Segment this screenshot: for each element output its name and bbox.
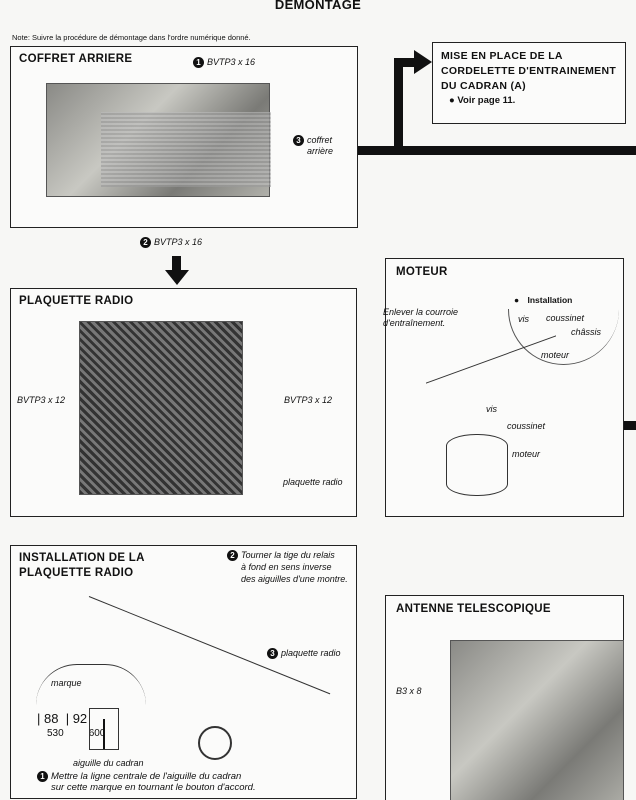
flow-arrow-segment xyxy=(394,58,416,67)
step-number: 3 xyxy=(267,648,278,659)
part-label: moteur xyxy=(541,350,570,360)
fm-scale: 88 xyxy=(44,711,59,726)
part-label: coussinet xyxy=(507,421,546,431)
instruction: Enlever la courroie xyxy=(383,307,459,317)
section-title: INSTALLATION DE LA xyxy=(19,552,145,564)
part-label: aiguille du cadran xyxy=(73,758,144,768)
part-label: vis xyxy=(518,314,529,324)
instruction: Tourner la tige du relais xyxy=(241,550,335,560)
instruction: à fond en sens inverse xyxy=(241,562,332,572)
flow-arrow-up xyxy=(394,58,403,154)
fm-scale: 92 xyxy=(72,711,88,726)
part-label: plaquette radio xyxy=(283,477,343,487)
dial-needle xyxy=(89,708,119,750)
step-number: 1 xyxy=(37,771,48,782)
am-scale: 530 xyxy=(47,728,64,739)
screw-label: BVTP3 x 16 xyxy=(207,57,256,67)
mark-label: marque xyxy=(51,678,82,688)
step-number: 3 xyxy=(293,135,304,146)
step-number: 2 xyxy=(140,237,151,248)
instruction: Mettre la ligne centrale de l'aiguille d… xyxy=(51,771,242,782)
part-label: coussinet xyxy=(546,313,585,323)
motor-drawing xyxy=(446,434,508,496)
screw-label: BVTP3 x 16 xyxy=(154,237,203,247)
flow-arrow-right xyxy=(357,146,636,155)
flow-arrow-left xyxy=(618,421,636,430)
chassis-drawing xyxy=(426,335,556,434)
section-title: COFFRET ARRIERE xyxy=(19,53,133,65)
part-label: moteur xyxy=(512,449,541,459)
section-title: PLAQUETTE RADIO xyxy=(19,567,134,579)
screw-label: BVTP3 x 12 xyxy=(17,395,66,405)
instruction: des aiguilles d'une montre. xyxy=(241,574,348,584)
screw-label: B3 x 8 xyxy=(396,686,422,696)
section-title: MOTEUR xyxy=(396,266,448,278)
arrow-head-right xyxy=(414,50,432,74)
detail-arc xyxy=(36,664,146,705)
part-label: plaquette radio xyxy=(281,648,341,658)
antenna-photo xyxy=(450,640,624,800)
instruction: sur cette marque en tournant le bouton d… xyxy=(51,782,256,793)
screw-label: BVTP3 x 12 xyxy=(284,395,333,405)
section-title: ANTENNE TELESCOPIQUE xyxy=(396,603,551,615)
part-label: châssis xyxy=(571,327,602,337)
part-label: vis xyxy=(486,404,497,414)
am-scale: 600 xyxy=(88,728,106,739)
instruction: d'entraînement. xyxy=(383,318,446,328)
step-number: 2 xyxy=(227,550,238,561)
page-reference: ● Voir page 11. xyxy=(449,95,516,106)
flow-arrow-down xyxy=(172,256,181,272)
part-label: coffret xyxy=(307,135,333,145)
step-number: 1 xyxy=(193,57,204,68)
speaker-grille xyxy=(101,112,271,187)
radio-board-photo xyxy=(79,321,243,495)
part-label: arrière xyxy=(307,146,334,156)
page-title: DEMONTAGE xyxy=(274,0,362,12)
section-title: PLAQUETTE RADIO xyxy=(19,295,134,307)
installation-label: ● Installation xyxy=(514,295,573,305)
arrow-head-down xyxy=(165,270,189,285)
section-antenne: ANTENNE TELESCOPIQUE B3 x 8 xyxy=(385,595,624,800)
section-plaquette-radio: PLAQUETTE RADIO BVTP3 x 12 BVTP3 x 12 pl… xyxy=(10,288,357,517)
tuning-knob xyxy=(198,726,232,760)
note: Note: Suivre la procédure de démontage d… xyxy=(12,33,251,42)
